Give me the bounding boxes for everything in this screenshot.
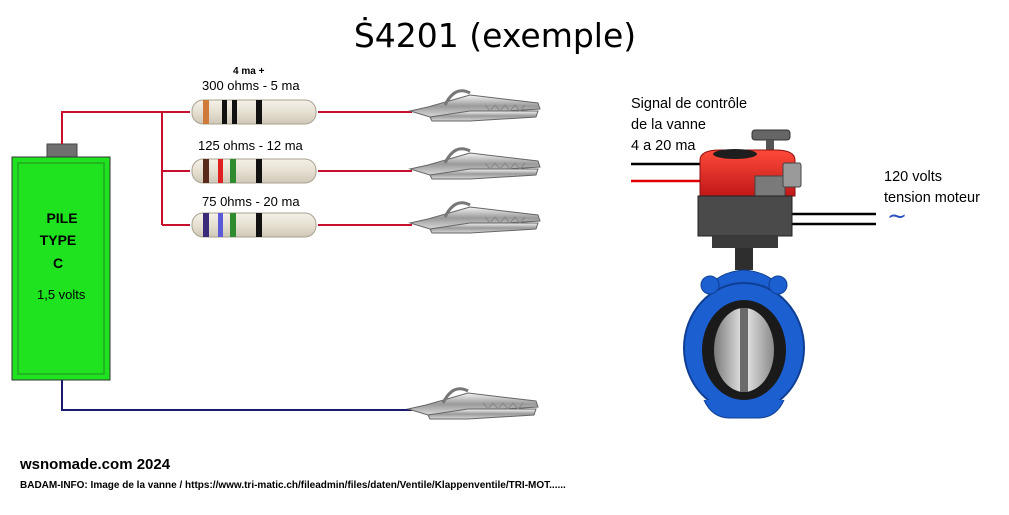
resistor-3-label: 75 0hms - 20 ma: [202, 194, 300, 209]
battery-label-line1: PILE: [46, 210, 78, 226]
footer-credit: BADAM-INFO: Image de la vanne / https://…: [20, 480, 566, 491]
blue-wire: [61, 380, 412, 411]
signal-label-line1: Signal de contrôle: [631, 96, 748, 112]
resistor-1-note: 4 ma +: [233, 66, 265, 77]
resistor-1-label: 300 ohms - 5 ma: [202, 78, 300, 93]
signal-label-line2: de la vanne: [631, 117, 706, 133]
battery-label-line3: C: [52, 255, 64, 271]
page-title: Ṡ4201 (exemple): [353, 16, 637, 55]
resistor-1: [191, 99, 317, 125]
signal-wires: [631, 162, 705, 183]
battery-voltage: 1,5 volts: [37, 287, 86, 302]
battery-label-line2: TYPE: [39, 232, 77, 248]
resistor-2: [191, 158, 317, 184]
alligator-clip-3: [408, 201, 541, 234]
alligator-clip-2: [408, 147, 541, 180]
alligator-clip-4: [406, 387, 539, 420]
power-wires: [790, 212, 876, 226]
ac-symbol-icon: ~: [887, 202, 908, 230]
alligator-clip-1: [408, 89, 541, 122]
resistor-3: [191, 212, 317, 238]
signal-label-line3: 4 a 20 ma: [631, 138, 696, 154]
power-label-line1: 120 volts: [884, 169, 943, 185]
footer-site: wsnomade.com 2024: [20, 456, 171, 473]
resistor-2-label: 125 ohms - 12 ma: [198, 138, 303, 153]
red-wires: [61, 111, 412, 226]
power-label-line2: tension moteur: [884, 190, 980, 206]
battery-terminal: [46, 143, 78, 159]
butterfly-valve: [683, 129, 805, 419]
